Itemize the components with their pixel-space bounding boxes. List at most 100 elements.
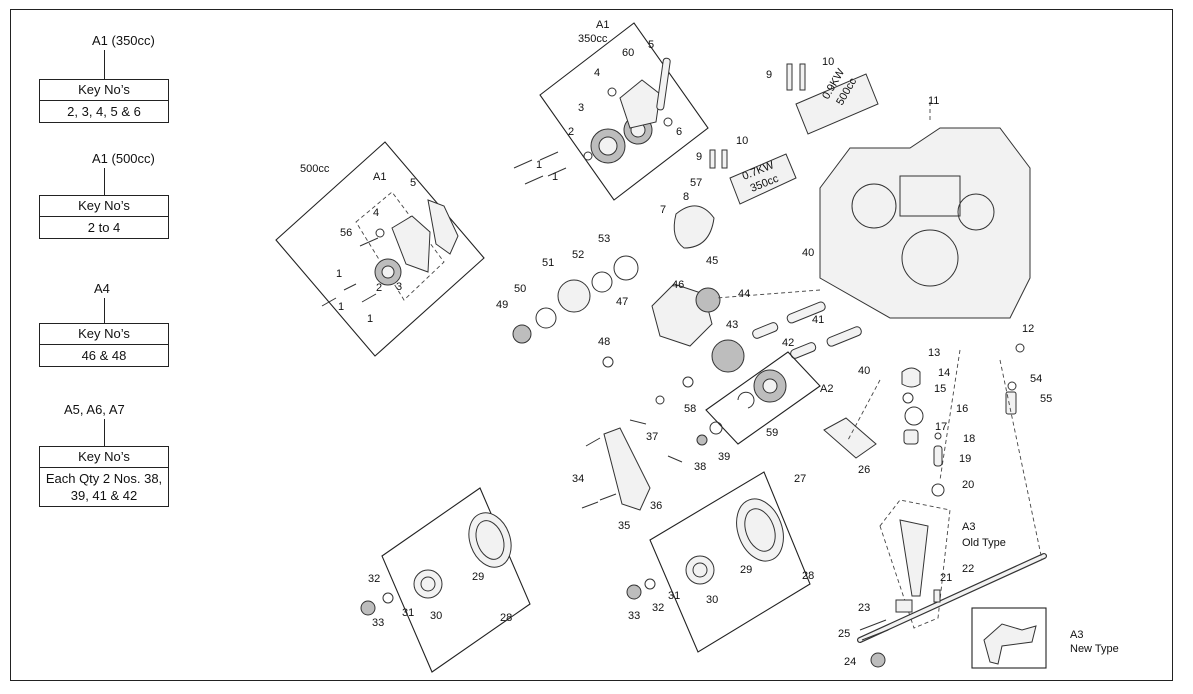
callout-3: 3 bbox=[578, 102, 584, 114]
bolts-1-350 bbox=[513, 151, 567, 185]
callout-25: 25 bbox=[838, 628, 850, 640]
shaft-41 bbox=[826, 326, 862, 347]
callout-7: 7 bbox=[660, 204, 666, 216]
callout-12: 12 bbox=[1022, 323, 1034, 335]
lower-bracket-parts bbox=[581, 417, 877, 511]
callout-4: 4 bbox=[594, 67, 600, 79]
shift-fork-new bbox=[983, 623, 1037, 665]
part-19 bbox=[933, 445, 943, 467]
callout-36: 36 bbox=[650, 500, 662, 512]
callout-9: 9 bbox=[696, 151, 702, 163]
callout-57: 57 bbox=[690, 177, 702, 189]
rotor-29-right bbox=[736, 498, 784, 562]
callout-34: 34 bbox=[572, 473, 584, 485]
pin-42 bbox=[752, 322, 779, 339]
shift-shaft-22 bbox=[857, 553, 1047, 668]
bolt-9-large bbox=[799, 63, 806, 91]
shaft-41 bbox=[786, 301, 826, 324]
key-note-header: Key No’s bbox=[40, 196, 168, 217]
group-a3-old: A3 Old Type bbox=[879, 499, 1006, 629]
key-note-stem bbox=[104, 168, 106, 196]
stator-30-right bbox=[685, 555, 715, 585]
key-note-stem bbox=[104, 419, 106, 447]
callout-28: 28 bbox=[802, 570, 814, 582]
sub-assembly-box-a2 bbox=[705, 351, 821, 445]
washer-32-left bbox=[382, 592, 394, 604]
callout-1: 1 bbox=[552, 171, 558, 183]
callout-6: 6 bbox=[676, 126, 682, 138]
box-label-a3-old: A3 bbox=[962, 521, 975, 533]
callout-37: 37 bbox=[646, 431, 658, 443]
gear-44 bbox=[695, 287, 721, 313]
callout-31: 31 bbox=[402, 607, 414, 619]
callout-60: 60 bbox=[622, 47, 634, 59]
callout-27: 27 bbox=[794, 473, 806, 485]
bolt-9-small bbox=[709, 149, 716, 169]
box-label-a3-new-sub: New Type bbox=[1070, 643, 1119, 655]
box-label-500: 500cc bbox=[300, 163, 330, 175]
callout-33: 33 bbox=[372, 617, 384, 629]
callout-15: 15 bbox=[934, 383, 946, 395]
callout-35: 35 bbox=[618, 520, 630, 532]
callout-38: 38 bbox=[694, 461, 706, 473]
starter-motor-small: 0.7KW 350cc bbox=[673, 149, 797, 249]
key-note-title: A5, A6, A7 bbox=[64, 402, 125, 417]
callout-50: 50 bbox=[514, 283, 526, 295]
callout-33: 33 bbox=[628, 610, 640, 622]
key-note-header: Key No’s bbox=[40, 80, 168, 101]
callout-3: 3 bbox=[396, 281, 402, 293]
callout-17: 17 bbox=[935, 421, 947, 433]
sub-assembly-box-28-right bbox=[649, 471, 811, 653]
key-note-value: 2 to 4 bbox=[87, 220, 121, 235]
callout-20: 20 bbox=[962, 479, 974, 491]
alignment-lines bbox=[715, 289, 1043, 561]
rotor-29-left bbox=[468, 512, 512, 568]
callout-40: 40 bbox=[802, 247, 814, 259]
washer-4-350 bbox=[607, 87, 617, 97]
drawing-border bbox=[10, 9, 1173, 681]
key-note-title: A1 (350cc) bbox=[92, 33, 155, 48]
gear-43 bbox=[711, 339, 745, 373]
callout-1: 1 bbox=[367, 313, 373, 325]
callout-55: 55 bbox=[1040, 393, 1052, 405]
callout-19: 19 bbox=[959, 453, 971, 465]
nut-49 bbox=[512, 324, 532, 344]
group-a3-new: A3 New Type bbox=[971, 607, 1119, 669]
callout-42: 42 bbox=[782, 337, 794, 349]
key-note-value: 2, 3, 4, 5 & 6 bbox=[67, 104, 141, 119]
stator-30-left bbox=[413, 569, 443, 599]
shift-fork-old bbox=[899, 519, 929, 597]
group-a1-500cc: 500cc A1 bbox=[275, 141, 485, 357]
sub-assembly-box-a3-new bbox=[971, 607, 1047, 669]
callout-32: 32 bbox=[652, 602, 664, 614]
callout-18: 18 bbox=[963, 433, 975, 445]
callout-40: 40 bbox=[858, 365, 870, 377]
key-note-box: Key No’s 2, 3, 4, 5 & 6 bbox=[39, 79, 169, 123]
callout-4: 4 bbox=[373, 207, 379, 219]
callout-22: 22 bbox=[962, 563, 974, 575]
sub-assembly-box-28-left bbox=[381, 487, 531, 673]
motor-body-large bbox=[795, 73, 879, 135]
callout-2: 2 bbox=[376, 282, 382, 294]
washer-32-right bbox=[644, 578, 656, 590]
callout-26: 26 bbox=[858, 464, 870, 476]
callout-32: 32 bbox=[368, 573, 380, 585]
callout-44: 44 bbox=[738, 288, 750, 300]
box-label-a2: A2 bbox=[820, 383, 833, 395]
callout-5: 5 bbox=[410, 177, 416, 189]
callout-53: 53 bbox=[598, 233, 610, 245]
pin-21 bbox=[933, 589, 941, 603]
bolt-9-small bbox=[721, 149, 728, 169]
callout-23: 23 bbox=[858, 602, 870, 614]
key-note-stem bbox=[104, 50, 106, 80]
callout-58: 58 bbox=[684, 403, 696, 415]
callout-54: 54 bbox=[1030, 373, 1042, 385]
callout-14: 14 bbox=[938, 367, 950, 379]
callout-29: 29 bbox=[740, 564, 752, 576]
callout-48: 48 bbox=[598, 336, 610, 348]
callout-45: 45 bbox=[706, 255, 718, 267]
callout-numbers: 1111122334455660789910101112131415161718… bbox=[336, 39, 1052, 668]
gear-housing-500 bbox=[391, 215, 431, 273]
key-note-header: Key No’s bbox=[40, 324, 168, 345]
key-note-header: Key No’s bbox=[40, 447, 168, 468]
